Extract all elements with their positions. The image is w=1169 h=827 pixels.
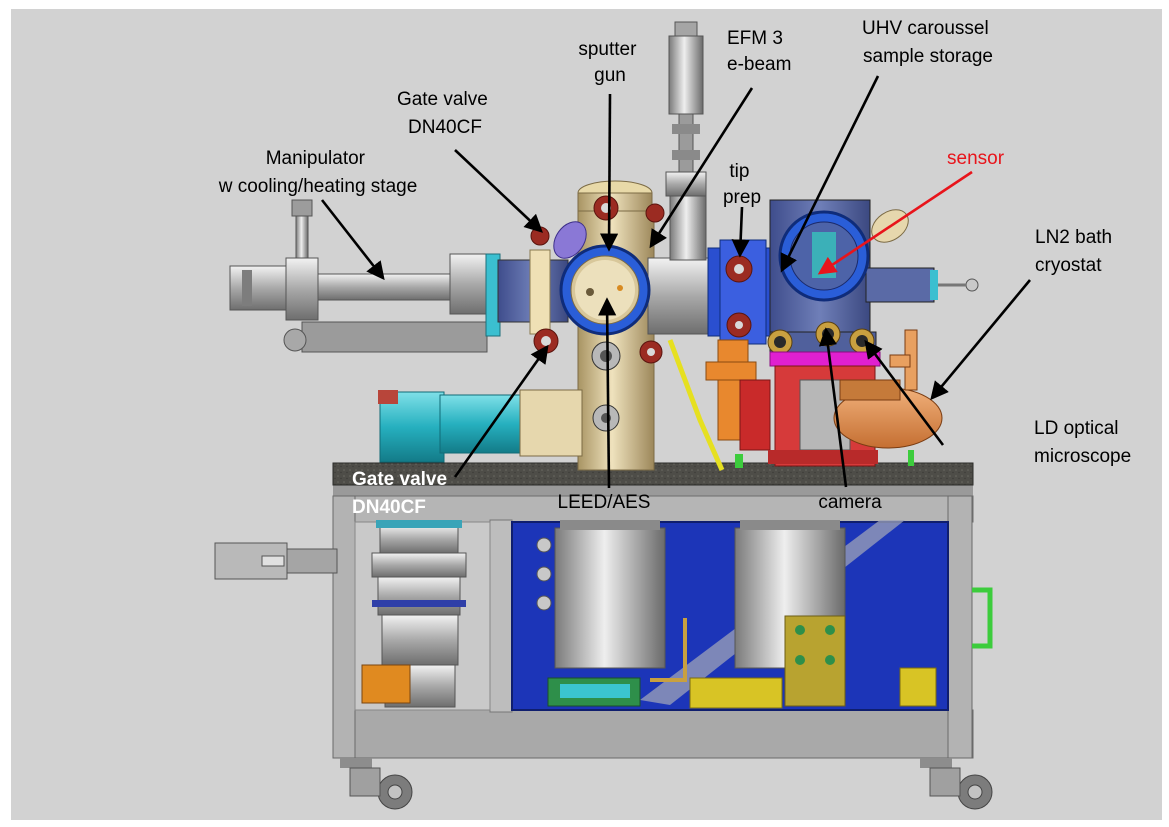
arrow-uhv-carousel <box>780 75 880 273</box>
label-sensor: sensor <box>947 148 1005 169</box>
label-camera: camera <box>818 492 882 513</box>
label-ln2-cryostat: LN2 bath cryostat <box>1035 227 1117 276</box>
arrow-ld-optical <box>864 339 945 446</box>
arrow-efm3 <box>649 87 754 249</box>
label-efm3-ebeam: EFM 3 e-beam <box>727 28 791 75</box>
label-sputter-gun: sputter gun <box>578 39 641 86</box>
arrow-gate-valve-bottom <box>453 344 549 478</box>
arrow-gate-valve-top <box>454 149 543 233</box>
arrow-sputter-gun <box>599 93 619 252</box>
preparation-chamber <box>378 180 725 472</box>
label-gate-valve-bottom: Gate valve DN40CF <box>352 469 452 518</box>
caster-left <box>340 758 413 810</box>
caster-right <box>920 758 993 810</box>
support-frame <box>214 484 993 810</box>
label-tip-prep: tip prep <box>723 161 761 208</box>
arrow-ln2 <box>930 279 1032 401</box>
arrow-sensor <box>817 170 973 275</box>
tip-prep-section <box>705 239 779 441</box>
bracket <box>784 615 846 707</box>
label-ld-optical-microscope: LD optical microscope <box>1034 418 1131 467</box>
label-gate-valve-top: Gate valve DN40CF <box>397 89 493 138</box>
label-manipulator: Manipulator w cooling/heating stage <box>218 148 418 197</box>
efm3-evaporator <box>665 21 707 261</box>
arrow-manipulator <box>320 199 385 281</box>
arrow-leed-aes <box>598 297 617 489</box>
arrow-camera <box>818 327 848 488</box>
manipulator-assembly <box>229 199 501 353</box>
label-leed-aes: LEED/AES <box>558 492 651 513</box>
label-uhv-carousel: UHV caroussel sample storage <box>862 18 994 67</box>
arrow-tip-prep <box>731 206 750 258</box>
